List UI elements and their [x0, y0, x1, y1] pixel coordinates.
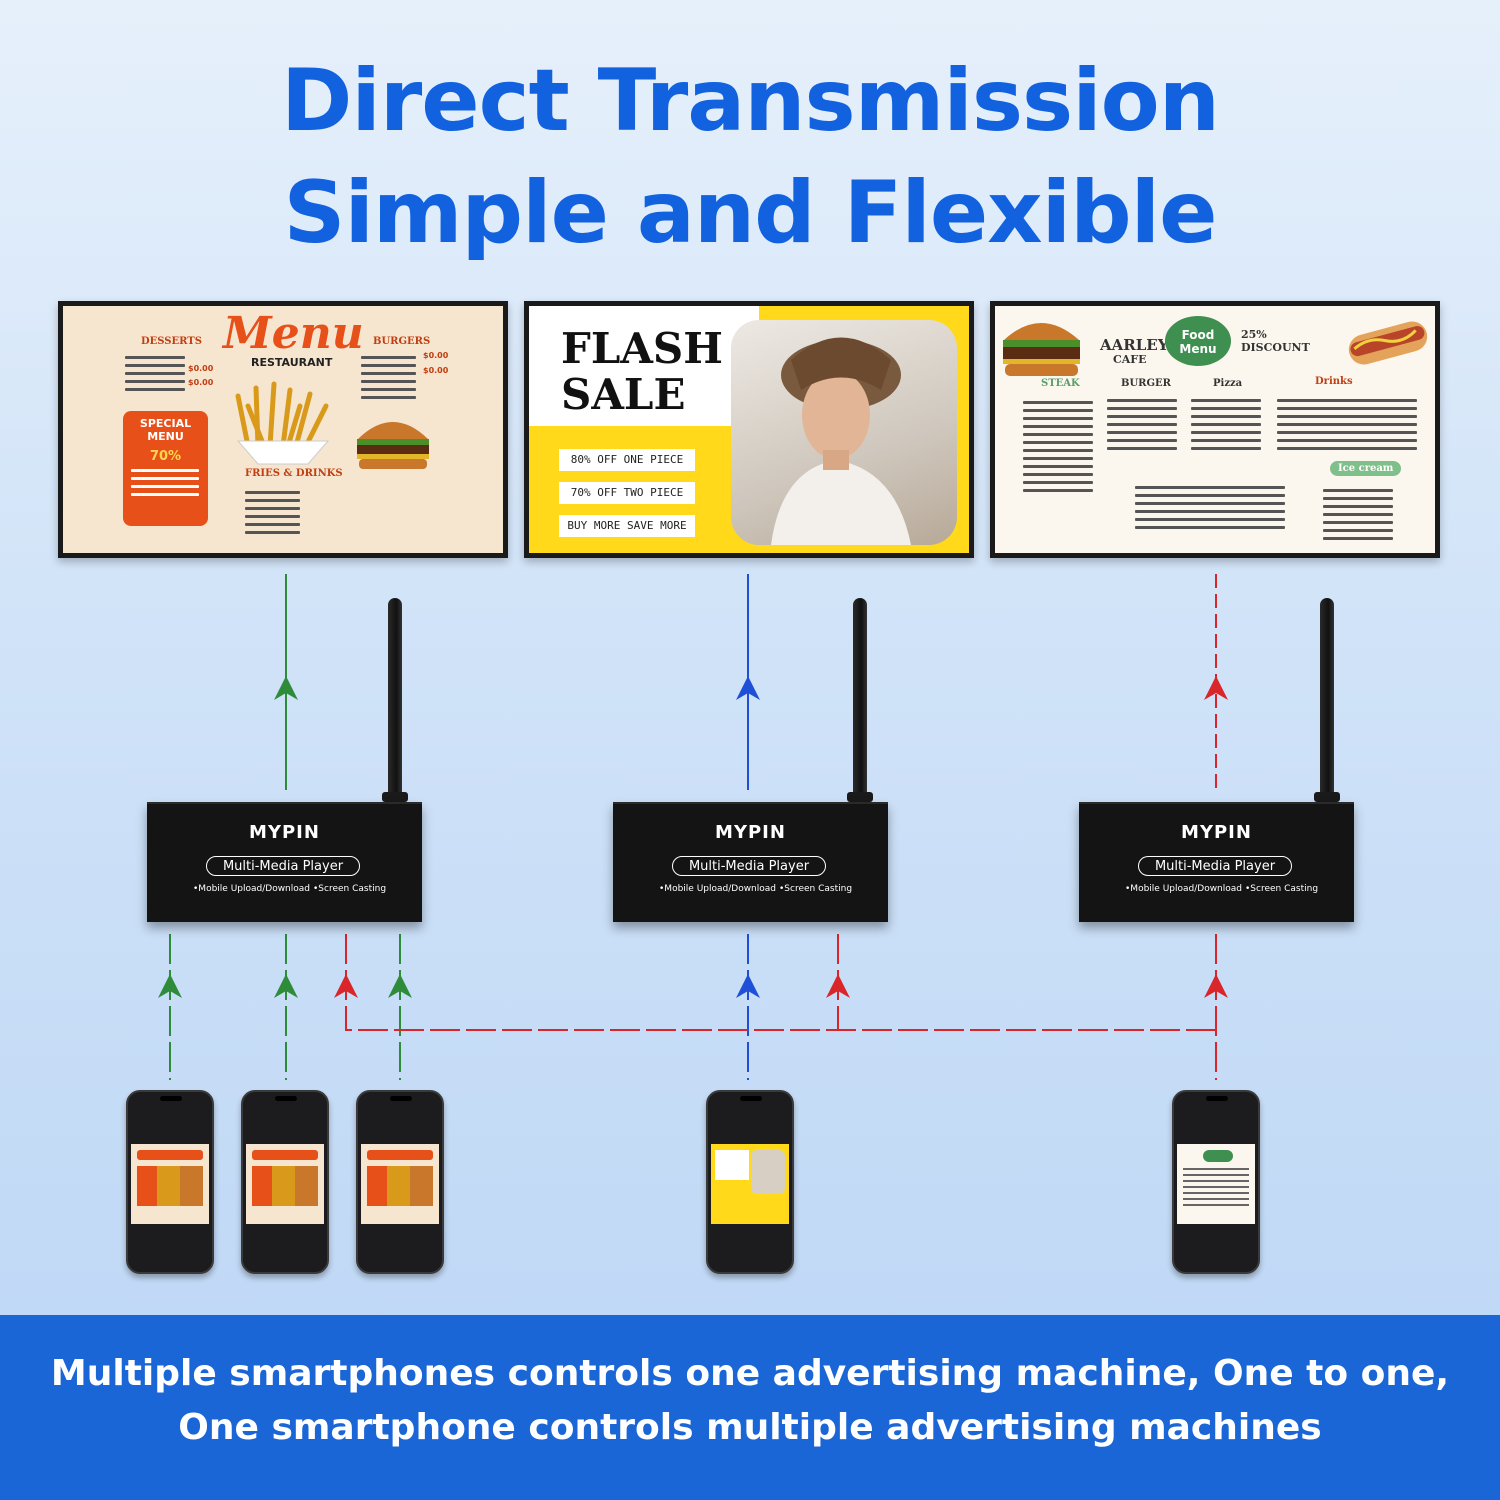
antenna-icon [847, 598, 873, 802]
smartphone-icon [241, 1090, 329, 1274]
footer-banner [0, 1315, 1500, 1500]
special-lines [131, 469, 199, 496]
device-brand: MYPIN [1181, 822, 1252, 843]
special-menu-label: SPECIAL MENU [139, 417, 192, 443]
flash-screen: FLASH SALE 80% OFF ONE PIECE 70% OFF TWO… [529, 306, 969, 553]
cafe-name-2: CAFE [1113, 353, 1147, 366]
footer-line-2: One smartphone controls multiple adverti… [178, 1407, 1322, 1448]
menu-screen: DESSERTS BURGERS FRIES & DRINKS Menu RES… [63, 306, 503, 553]
media-player-3: MYPIN Multi-Media Player •Mobile Upload/… [1079, 802, 1354, 922]
model-photo [731, 320, 957, 545]
menu-subtitle: RESTAURANT [251, 356, 333, 369]
cafe-section-burger: BURGER [1121, 378, 1171, 389]
menu-section-fries: FRIES & DRINKS [245, 468, 343, 479]
special-menu-box: SPECIAL MENU 70% [123, 411, 208, 526]
menu-section-desserts: DESSERTS [141, 336, 202, 347]
special-offer: 70% [149, 449, 182, 464]
menu-price: $0.00 [188, 364, 214, 373]
flash-offer-3: BUY MORE SAVE MORE [559, 515, 695, 537]
green-phone-lines [169, 934, 401, 1080]
cafe-screen: AARLEY CAFE Food Menu 25% DISCOUNT STEAK… [995, 306, 1435, 553]
menu-price: $0.00 [423, 366, 449, 375]
menu-title: Menu [223, 308, 364, 359]
device-brand: MYPIN [715, 822, 786, 843]
cafe-lines-5 [1135, 481, 1285, 534]
menu-price: $0.00 [423, 351, 449, 360]
device-brand: MYPIN [249, 822, 320, 843]
device-label: Multi-Media Player [1138, 856, 1292, 876]
red-bus-lines [345, 934, 1217, 1080]
burger-illustration [357, 422, 429, 469]
hotdog-illustration [1348, 321, 1428, 365]
media-player-1: MYPIN Multi-Media Player •Mobile Upload/… [147, 802, 422, 922]
cafe-lines-2 [1107, 394, 1177, 455]
antenna-icon [1314, 598, 1340, 802]
cafe-lines-3 [1191, 394, 1261, 455]
flash-title: FLASH SALE [561, 326, 723, 418]
menu-lines-fries [245, 486, 300, 539]
cafe-section-steak: STEAK [1041, 378, 1080, 389]
cafe-section-pizza: Pizza [1213, 378, 1243, 389]
display-flash-sale: FLASH SALE 80% OFF ONE PIECE 70% OFF TWO… [524, 301, 974, 558]
device-label: Multi-Media Player [206, 856, 360, 876]
antenna-icon [382, 598, 408, 802]
menu-lines-left [125, 351, 185, 396]
flash-title-1: FLASH [561, 324, 723, 373]
cafe-burger-illustration [1003, 323, 1080, 376]
device-feature-upload: •Mobile Upload/Download [659, 884, 776, 894]
footer-line-1: Multiple smartphones controls one advert… [50, 1353, 1450, 1394]
menu-price: $0.00 [188, 378, 214, 387]
cafe-lines-4 [1277, 394, 1417, 455]
cafe-lines-1 [1023, 396, 1093, 497]
smartphone-icon [1172, 1090, 1260, 1274]
fries-illustration [235, 381, 330, 465]
device-feature-casting: •Screen Casting [313, 884, 387, 894]
smartphone-icon [356, 1090, 444, 1274]
cafe-discount: 25% DISCOUNT [1241, 328, 1310, 354]
headline-2: Simple and Flexible [283, 163, 1218, 263]
media-player-2: MYPIN Multi-Media Player •Mobile Upload/… [613, 802, 888, 922]
cafe-name-1: AARLEY [1100, 336, 1169, 354]
device-feature-upload: •Mobile Upload/Download [193, 884, 310, 894]
display-cafe-menu: AARLEY CAFE Food Menu 25% DISCOUNT STEAK… [990, 301, 1440, 558]
food-menu-badge: Food Menu [1165, 316, 1231, 366]
menu-section-burgers: BURGERS [373, 336, 431, 347]
cafe-section-icecream: Ice cream [1330, 461, 1402, 476]
device-feature-casting: •Screen Casting [779, 884, 853, 894]
flash-offer-2: 70% OFF TWO PIECE [559, 482, 695, 504]
model-illustration [771, 337, 911, 545]
device-feature-upload: •Mobile Upload/Download [1125, 884, 1242, 894]
cafe-lines-6 [1323, 484, 1393, 545]
menu-lines-right [361, 351, 416, 404]
device-label: Multi-Media Player [672, 856, 826, 876]
device-feature-casting: •Screen Casting [1245, 884, 1319, 894]
smartphone-icon [126, 1090, 214, 1274]
smartphone-icon [706, 1090, 794, 1274]
headline-1: Direct Transmission [281, 51, 1220, 151]
flash-title-2: SALE [561, 370, 686, 419]
flash-offer-1: 80% OFF ONE PIECE [559, 449, 695, 471]
display-menu: DESSERTS BURGERS FRIES & DRINKS Menu RES… [58, 301, 508, 558]
cafe-section-drinks: Drinks [1315, 376, 1353, 387]
